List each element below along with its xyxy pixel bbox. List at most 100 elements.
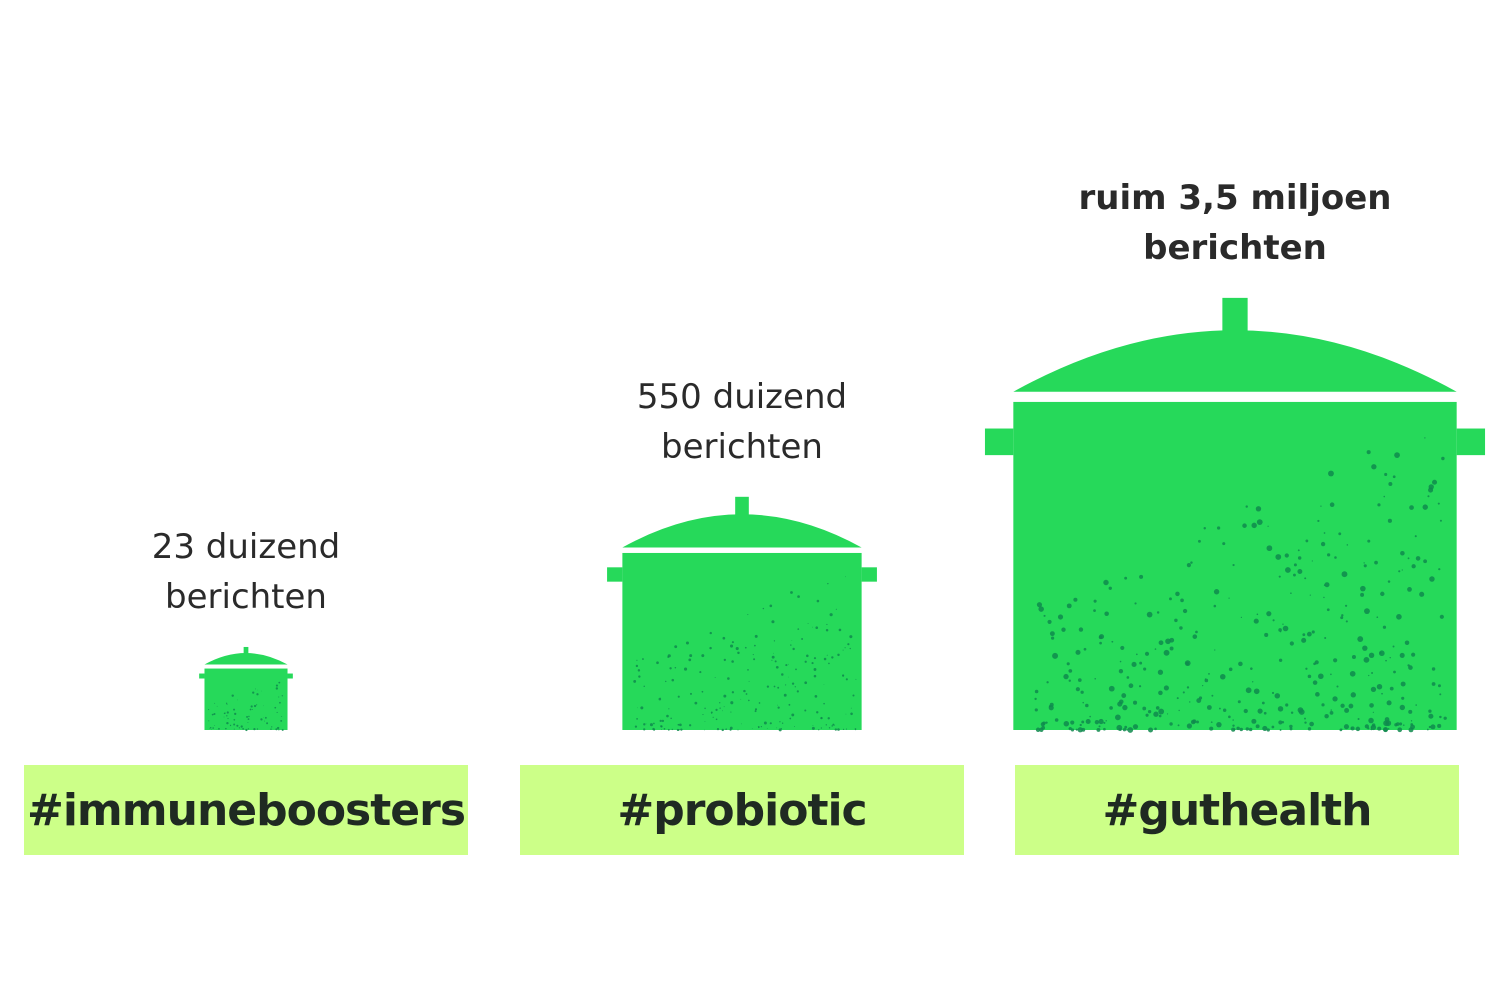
speckle xyxy=(226,721,229,725)
speckle xyxy=(701,654,705,658)
speckle xyxy=(1395,722,1400,726)
speckle xyxy=(213,712,216,716)
speckle xyxy=(1120,645,1125,650)
speckle xyxy=(781,673,784,676)
speckle xyxy=(1078,627,1084,632)
speckle xyxy=(1096,727,1101,732)
speckle xyxy=(719,707,721,709)
speckle xyxy=(1304,717,1306,720)
speckle xyxy=(1114,714,1121,721)
speckle xyxy=(278,696,280,698)
speckle xyxy=(1372,711,1374,713)
speckle xyxy=(842,649,844,651)
pot-handle-left xyxy=(984,428,1014,456)
speckle xyxy=(1131,661,1137,667)
speckle xyxy=(787,663,789,665)
value-label-line2: berichten xyxy=(661,426,823,467)
speckle xyxy=(1297,549,1300,552)
speckle xyxy=(1344,604,1348,607)
speckle xyxy=(1411,564,1416,569)
speckle xyxy=(804,660,807,663)
speckle xyxy=(790,644,792,646)
speckle xyxy=(266,722,269,725)
speckle xyxy=(825,724,827,726)
speckle xyxy=(1407,664,1410,667)
speckle xyxy=(1278,658,1283,662)
speckle xyxy=(1208,672,1210,675)
speckle xyxy=(1277,706,1284,712)
speckle xyxy=(776,727,778,729)
speckle xyxy=(1328,470,1334,477)
speckle xyxy=(281,728,284,731)
pot-knob xyxy=(735,496,749,519)
speckle xyxy=(832,723,835,726)
speckle xyxy=(633,679,637,683)
speckle xyxy=(1256,519,1263,526)
speckle xyxy=(1362,645,1368,651)
speckle xyxy=(796,690,799,693)
speckle xyxy=(1321,703,1325,707)
speckle xyxy=(1104,611,1109,617)
speckle xyxy=(1284,553,1289,558)
speckle xyxy=(818,729,820,731)
speckle xyxy=(240,725,243,728)
speckle xyxy=(813,657,817,660)
speckle xyxy=(1271,725,1275,729)
speckle xyxy=(1163,649,1170,656)
speckle xyxy=(1409,505,1414,510)
speckle xyxy=(1105,720,1107,722)
speckle xyxy=(264,716,267,719)
speckle xyxy=(1371,723,1376,727)
speckle xyxy=(837,728,840,731)
speckle xyxy=(1034,689,1039,694)
speckle xyxy=(214,702,216,704)
speckle xyxy=(1119,699,1124,704)
speckle xyxy=(1240,616,1242,619)
speckle xyxy=(804,681,808,685)
speckle xyxy=(754,634,758,638)
speckle xyxy=(1350,726,1355,731)
speckle xyxy=(1327,553,1331,557)
speckle xyxy=(1109,706,1113,710)
speckle xyxy=(660,725,662,727)
speckle xyxy=(1179,626,1183,630)
speckle xyxy=(1144,651,1150,656)
speckle xyxy=(1099,641,1102,645)
speckle xyxy=(694,701,698,705)
speckle xyxy=(1070,720,1075,725)
speckle xyxy=(1289,724,1293,729)
speckle xyxy=(1298,709,1305,715)
speckle xyxy=(816,599,820,603)
speckle xyxy=(769,604,773,608)
speckle xyxy=(847,643,850,646)
speckle xyxy=(1176,697,1179,700)
pot-probiotic xyxy=(607,496,877,732)
speckle xyxy=(226,711,229,714)
speckle xyxy=(723,658,726,662)
speckle xyxy=(263,705,264,707)
speckle xyxy=(791,713,795,717)
speckle xyxy=(223,713,225,715)
speckle xyxy=(812,626,814,628)
speckle xyxy=(280,719,283,722)
speckle xyxy=(1368,674,1370,677)
hashtag-immuneboosters: #immuneboosters xyxy=(24,765,468,855)
speckle xyxy=(820,716,823,720)
speckle xyxy=(656,661,659,665)
speckle xyxy=(1158,690,1163,696)
speckle xyxy=(1329,502,1335,508)
value-label-line1: 550 duizend xyxy=(636,376,848,417)
speckle xyxy=(1080,690,1084,694)
speckle xyxy=(1398,570,1401,573)
speckle xyxy=(1061,627,1066,632)
speckle xyxy=(688,658,692,662)
speckle xyxy=(1126,729,1128,731)
speckle xyxy=(257,689,259,691)
speckle xyxy=(816,711,819,714)
speckle xyxy=(1218,707,1221,710)
speckle xyxy=(1166,713,1169,715)
speckle xyxy=(663,728,666,730)
speckle xyxy=(1370,686,1377,693)
speckle xyxy=(740,723,742,725)
speckle xyxy=(763,721,767,725)
